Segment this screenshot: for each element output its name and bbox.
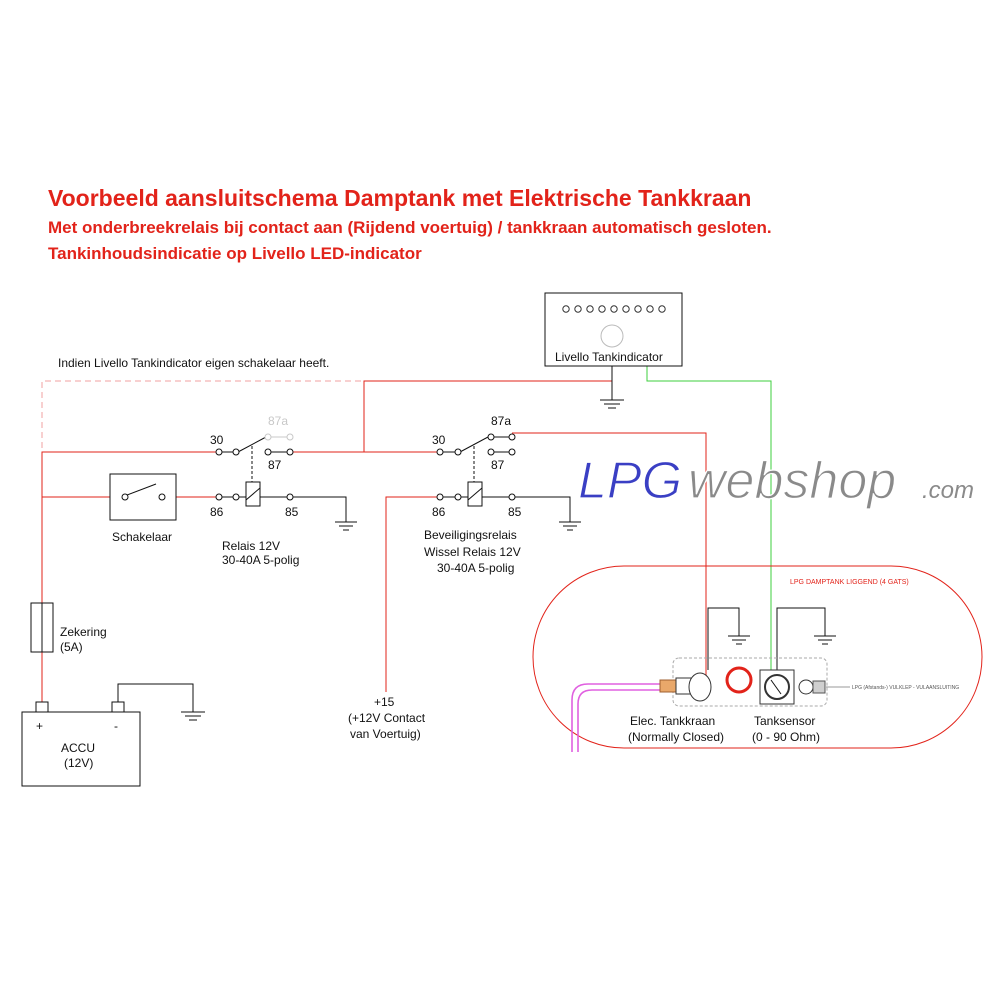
relay1-pin-85: 85 (285, 505, 299, 519)
switch: Schakelaar (109, 473, 177, 544)
watermark-part-3: .com (922, 477, 974, 504)
indicator-button-icon (600, 324, 624, 348)
relay1-pin-87a: 87a (268, 414, 288, 428)
note-text: Indien Livello Tankindicator eigen schak… (58, 356, 329, 370)
relay2-pin-87a: 87a (491, 414, 511, 428)
relay2-pin-30: 30 (432, 433, 446, 447)
relay2-caption-3: 30-40A 5-polig (437, 561, 514, 575)
title-main: Voorbeeld aansluitschema Damptank met El… (48, 185, 751, 211)
tank-label: LPG DAMPTANK LIGGEND (4 GATS) (790, 579, 909, 586)
relay1-caption-1: Relais 12V (222, 539, 280, 553)
livello-indicator: Livello Tankindicator (544, 292, 683, 367)
relay1-pin-86: 86 (210, 505, 224, 519)
tanksensor-label-1: Tanksensor (754, 714, 815, 728)
indicator-label: Livello Tankindicator (555, 350, 663, 364)
relay1-caption-2: 30-40A 5-polig (222, 553, 299, 567)
gauge-ring-icon (725, 666, 753, 694)
relay1-pin-30: 30 (210, 433, 224, 447)
contact-label-1: +15 (374, 695, 395, 709)
fuse-label-1: Zekering (60, 625, 107, 639)
indicator-leds (562, 305, 666, 313)
relay2-pin-86: 86 (432, 505, 446, 519)
watermark-part-2: webshop (688, 452, 896, 510)
fuse-label-2: (5A) (60, 640, 83, 654)
black-wires (117, 366, 836, 721)
tank-side-note: LPG (Afstands-) VULKLEP - VULAANSLUITING (852, 685, 959, 691)
filler-connector-icon (798, 679, 814, 695)
contact-label: +15 (+12V Contact van Voertuig) (348, 695, 426, 741)
tankkraan-label-2: (Normally Closed) (628, 730, 724, 744)
battery-label-1: ACCU (61, 741, 95, 755)
relay-2: 30 87a 87 86 85 Beveiligingsrelais Wisse… (424, 414, 522, 575)
tanksensor-label-2: (0 - 90 Ohm) (752, 730, 820, 744)
optional-dashed-wire (41, 380, 362, 448)
battery: + - ACCU (12V) (21, 701, 141, 787)
title-sub-2: Tankinhoudsindicatie op Livello LED-indi… (48, 244, 422, 263)
tank-sensor-icon (764, 674, 790, 700)
contact-label-3: van Voertuig) (350, 727, 421, 741)
green-wire (646, 366, 772, 670)
watermark-part-1: LPG (578, 452, 682, 510)
relay1-pin-87: 87 (268, 458, 282, 472)
lpg-tank: LPG DAMPTANK LIGGEND (4 GATS) LPG (Afsta… (532, 565, 983, 752)
tankkraan-valve-icon (688, 672, 712, 702)
contact-label-2: (+12V Contact (348, 711, 426, 725)
relay-1: 30 87a 87 86 85 Relais 12V 30-40A 5-poli… (210, 414, 299, 567)
fuse: Zekering (5A) (30, 602, 107, 654)
watermark-logo: LPG webshop .com (577, 451, 974, 510)
tankkraan-label-1: Elec. Tankkraan (630, 714, 715, 728)
relay2-caption-2: Wissel Relais 12V (424, 545, 521, 559)
title-sub-1: Met onderbreekrelais bij contact aan (Ri… (48, 218, 772, 237)
switch-label: Schakelaar (112, 530, 172, 544)
relay2-caption-1: Beveiligingsrelais (424, 528, 517, 542)
battery-plus: + (36, 719, 43, 733)
battery-minus: - (114, 719, 118, 733)
relay2-pin-85: 85 (508, 505, 522, 519)
relay2-pin-87: 87 (491, 458, 505, 472)
battery-label-2: (12V) (64, 756, 93, 770)
